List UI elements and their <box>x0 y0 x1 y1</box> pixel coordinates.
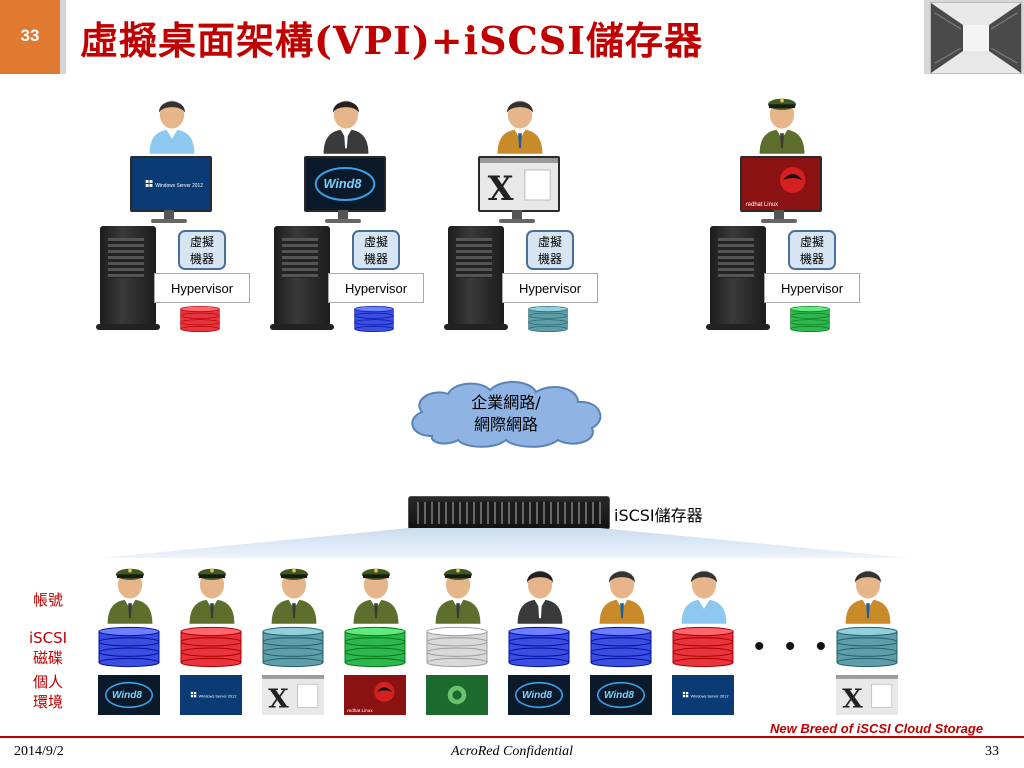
monitor-screen: Wind8 <box>304 156 386 212</box>
iscsi-disk-icon <box>426 626 488 668</box>
storage-beam <box>100 528 910 558</box>
personal-env-tile: Wind8 <box>508 675 570 715</box>
hypervisor-box: Hypervisor <box>764 273 860 303</box>
personal-env-tile: Windows Server 2012 <box>672 675 734 715</box>
footer-date: 2014/9/2 <box>14 744 64 759</box>
server-tower <box>444 226 508 330</box>
virtual-machine-box: 虛擬 機器 <box>352 230 400 270</box>
svg-text:Windows Server 2012: Windows Server 2012 <box>155 183 203 189</box>
account-user-icon <box>184 562 240 629</box>
personal-env-tile: X <box>836 675 898 715</box>
svg-text:Wind8: Wind8 <box>522 690 552 701</box>
svg-text:Wind8: Wind8 <box>112 690 142 701</box>
svg-text:X: X <box>268 683 289 714</box>
slide-number-badge: 33 <box>0 0 60 74</box>
virtual-machine-box: 虛擬 機器 <box>178 230 226 270</box>
iscsi-disk-icon <box>508 626 570 668</box>
hypervisor-box: Hypervisor <box>328 273 424 303</box>
iscsi-disk-icon <box>672 626 734 668</box>
host-disk-icon <box>354 304 394 334</box>
svg-text:Windows Server 2012: Windows Server 2012 <box>691 694 729 698</box>
svg-text:Windows Server 2012: Windows Server 2012 <box>199 694 237 698</box>
monitor-screen: redhat Linux <box>740 156 822 212</box>
footer-page-number: 33 <box>985 744 999 759</box>
personal-env-tile: Windows Server 2012 <box>180 675 242 715</box>
iscsi-disk-row-label: iSCSI 磁碟 <box>28 629 68 667</box>
iscsi-disk-icon <box>180 626 242 668</box>
footer-confidential: AcroRed Confidential <box>451 744 573 759</box>
host-disk-icon <box>180 304 220 334</box>
virtual-machine-box: 虛擬 機器 <box>788 230 836 270</box>
tagline: New Breed of iSCSI Cloud Storage <box>770 721 984 736</box>
iscsi-disk-icon <box>836 626 898 668</box>
account-row-label: 帳號 <box>32 591 63 609</box>
account-user-icon <box>676 562 732 629</box>
server-tower <box>270 226 334 330</box>
network-cloud-icon <box>411 381 602 448</box>
user-avatar-icon <box>492 92 548 159</box>
svg-text:redhat Linux: redhat Linux <box>347 708 373 713</box>
footer-rule <box>0 736 1024 738</box>
user-avatar-icon <box>754 92 810 159</box>
monitor-screen: X <box>478 156 560 212</box>
iscsi-disk-icon <box>262 626 324 668</box>
user-avatar-icon <box>144 92 200 159</box>
monitor-base <box>761 219 797 223</box>
account-user-icon <box>840 562 896 629</box>
storage-label: iSCSI儲存器 <box>614 506 703 525</box>
personal-env-row-label: 個人 環境 <box>32 673 63 711</box>
monitor-stand <box>164 210 174 220</box>
svg-text:X: X <box>842 683 863 714</box>
svg-text:X: X <box>488 168 514 209</box>
iscsi-disk-icon <box>590 626 652 668</box>
host-disk-icon <box>790 304 830 334</box>
account-user-icon <box>512 562 568 629</box>
virtual-machine-box: 虛擬 機器 <box>526 230 574 270</box>
account-user-icon <box>266 562 322 629</box>
personal-env-tile: redhat Linux <box>344 675 406 715</box>
personal-env-tile: Wind8 <box>98 675 160 715</box>
account-user-icon <box>348 562 404 629</box>
server-tower <box>706 226 770 330</box>
monitor-base <box>499 219 535 223</box>
svg-text:Wind8: Wind8 <box>604 690 634 701</box>
title-background <box>66 0 924 74</box>
svg-text:Wind8: Wind8 <box>324 176 363 191</box>
monitor-base <box>325 219 361 223</box>
hypervisor-box: Hypervisor <box>154 273 250 303</box>
account-user-icon <box>594 562 650 629</box>
iscsi-disk-icon <box>344 626 406 668</box>
hypervisor-box: Hypervisor <box>502 273 598 303</box>
monitor-stand <box>512 210 522 220</box>
slide-title: 虛擬桌面架構(VPI)+iSCSI儲存器 <box>80 18 703 63</box>
server-tower <box>96 226 160 330</box>
personal-env-tile: Wind8 <box>590 675 652 715</box>
personal-env-tile: X <box>262 675 324 715</box>
network-label: 企業網路/ 網際網路 <box>471 393 541 434</box>
monitor-stand <box>338 210 348 220</box>
datacenter-corridor-image <box>930 2 1022 74</box>
user-avatar-icon <box>318 92 374 159</box>
account-user-icon <box>102 562 158 629</box>
iscsi-disk-icon <box>98 626 160 668</box>
monitor-stand <box>774 210 784 220</box>
monitor-base <box>151 219 187 223</box>
svg-text:redhat Linux: redhat Linux <box>746 202 778 208</box>
iscsi-storage-array <box>408 496 610 530</box>
host-disk-icon <box>528 304 568 334</box>
ellipsis: • • • <box>754 630 833 663</box>
slide-number: 33 <box>20 26 40 45</box>
account-user-icon <box>430 562 486 629</box>
monitor-screen: Windows Server 2012 <box>130 156 212 212</box>
personal-env-tile <box>426 675 488 715</box>
